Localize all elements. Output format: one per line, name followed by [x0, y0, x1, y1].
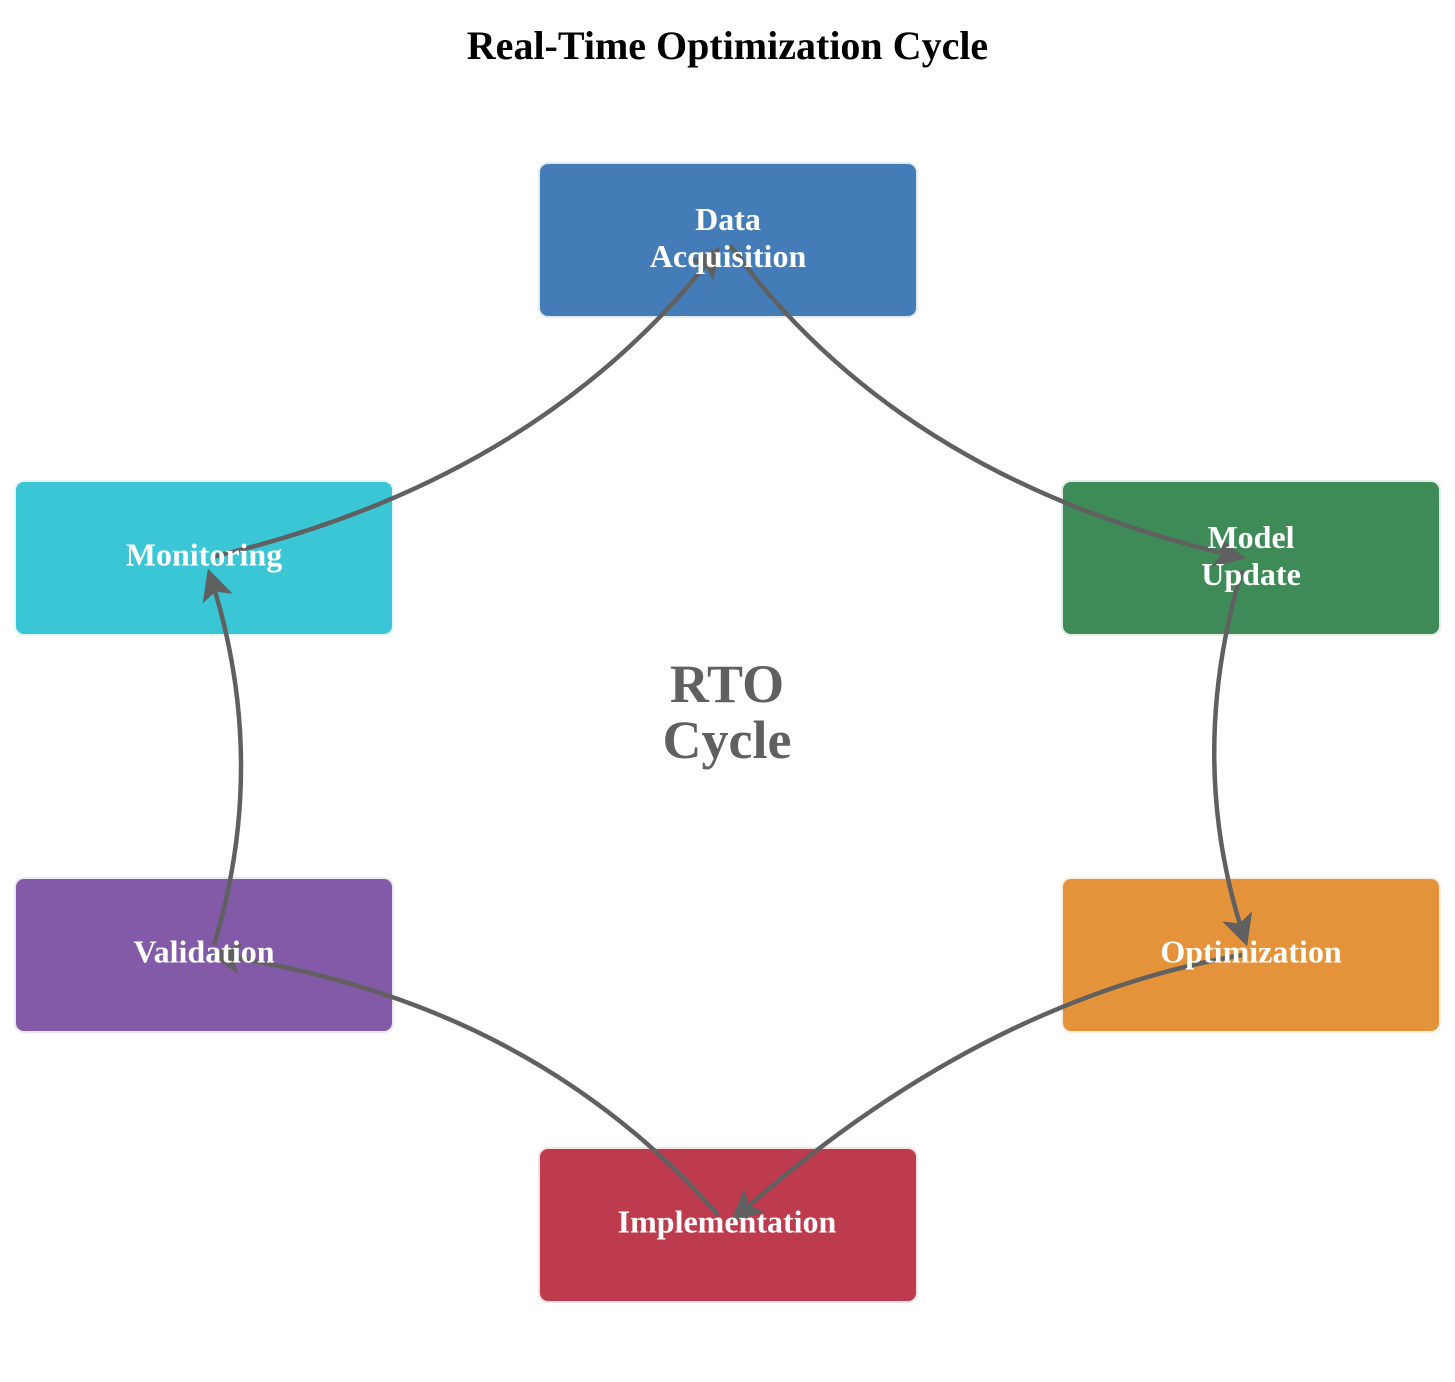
arrow-data-acquisition-to-model-update	[728, 243, 1246, 567]
arrow-monitoring-to-data-acquisition	[211, 246, 721, 560]
node-monitoring-label: Monitoring	[125, 536, 283, 573]
node-monitoring-box	[14, 480, 394, 636]
node-optimization-box	[1061, 877, 1441, 1033]
node-implementation-box	[538, 1147, 918, 1303]
arrow-model-update-to-optimization	[1212, 569, 1253, 947]
node-data-acquisition-box	[538, 162, 918, 318]
node-validation-box	[14, 877, 394, 1033]
node-data-acquisition-label: Data Acquisition	[649, 201, 807, 274]
node-optimization-label: Optimization	[1160, 933, 1342, 970]
node-implementation-label: Implementation	[617, 1203, 837, 1240]
center-label: RTO Cycle	[662, 654, 792, 770]
arrow-implementation-to-validation	[209, 942, 720, 1217]
node-model-update-label: Model Update	[1201, 519, 1301, 592]
diagram-title: Real-Time Optimization Cycle	[466, 23, 989, 68]
node-validation-label: Validation	[133, 933, 275, 970]
node-model-update-box	[1061, 480, 1441, 636]
arrow-validation-to-monitoring	[202, 568, 244, 946]
arrow-optimization-to-implementation	[730, 952, 1243, 1222]
